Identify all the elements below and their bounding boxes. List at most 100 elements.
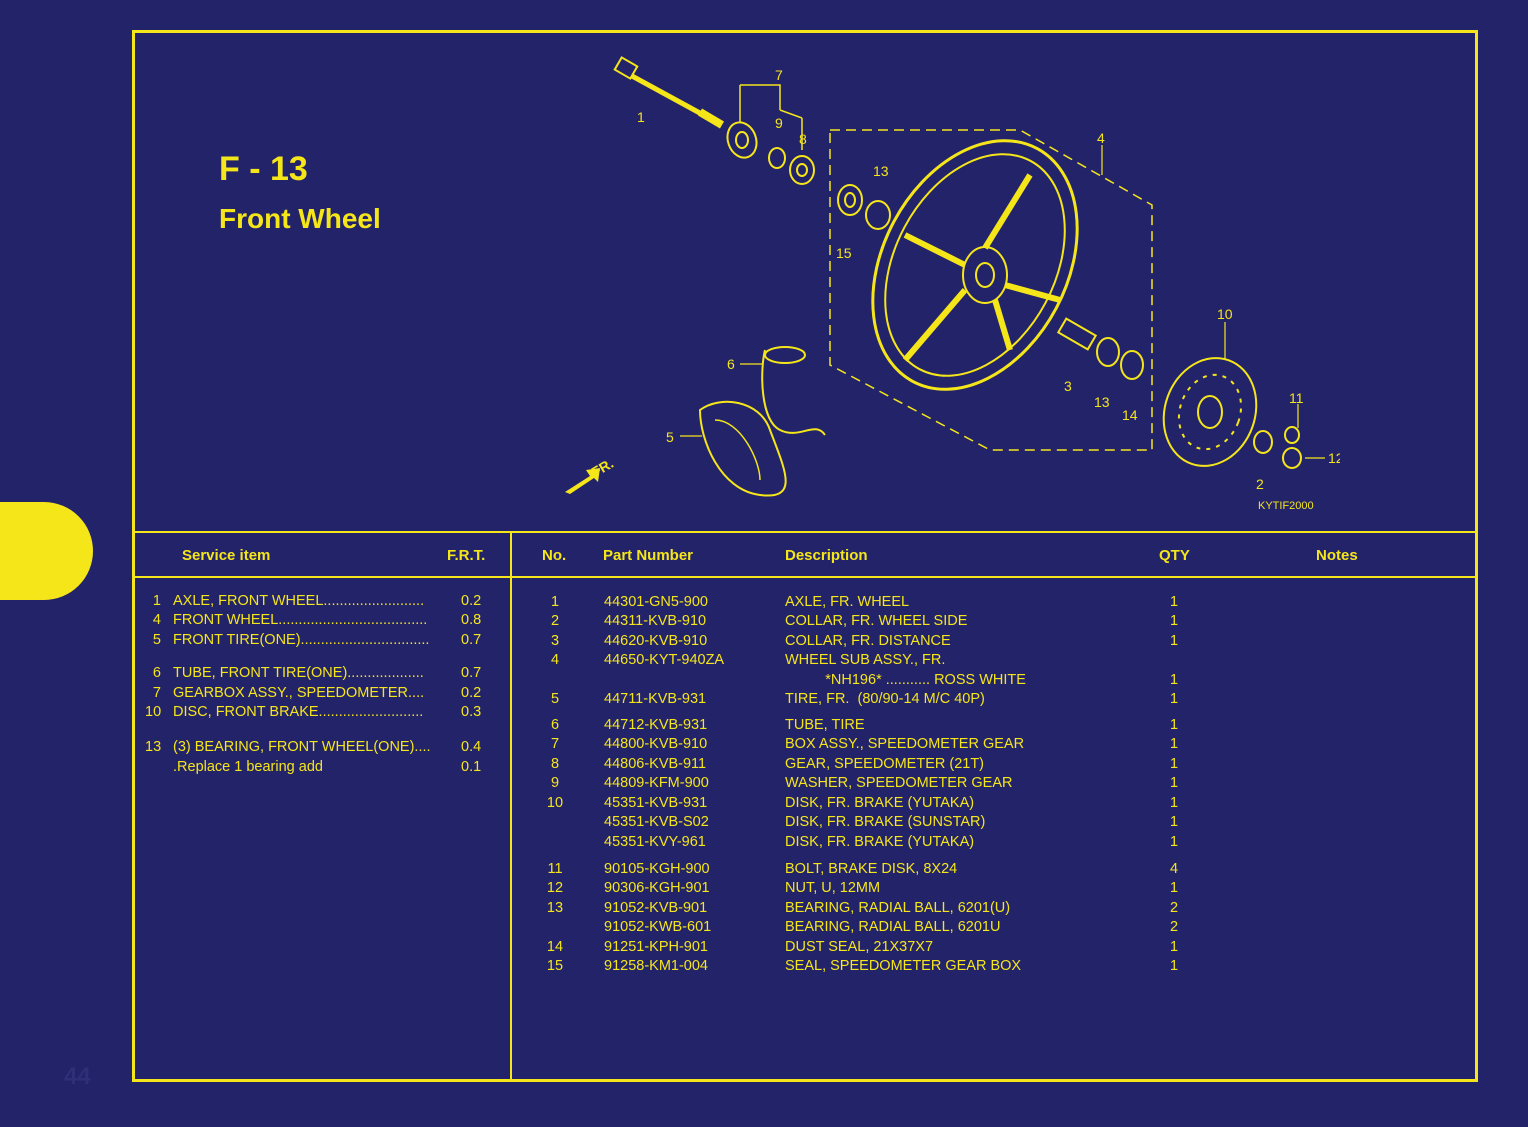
service-item-header: Service item <box>182 547 271 564</box>
part-row: 2 44311-KVB-910 COLLAR, FR. WHEEL SIDE 1 <box>542 612 1242 631</box>
part-description: WASHER, SPEEDOMETER GEAR <box>785 775 1013 791</box>
service-item-description: FRONT WHEEL.............................… <box>173 612 428 628</box>
service-item-number: 4 <box>152 612 161 628</box>
part-quantity: 1 <box>1169 958 1179 974</box>
part-quantity: 1 <box>1169 795 1179 811</box>
part-number: 44620-KVB-910 <box>604 633 708 649</box>
part-number: 44650-KYT-940ZA <box>604 652 725 668</box>
part-ref-number: 7 <box>550 736 560 752</box>
speedometer-gearbox-part <box>726 84 815 185</box>
callout-10: 10 <box>1217 306 1233 322</box>
part-ref-number: 2 <box>550 613 560 629</box>
part-description: DISK, FR. BRAKE (SUNSTAR) <box>785 814 986 830</box>
part-description: DUST SEAL, 21X37X7 <box>785 939 934 955</box>
part-quantity: 1 <box>1169 775 1179 791</box>
part-description: WHEEL SUB ASSY., FR. <box>785 652 946 668</box>
part-number: 91251-KPH-901 <box>604 939 708 955</box>
frt-header: F.R.T. <box>447 547 486 564</box>
part-ref-number: 13 <box>546 900 564 916</box>
callout-4: 4 <box>1097 130 1105 146</box>
part-quantity: 1 <box>1169 691 1179 707</box>
callout-12: 12 <box>1328 450 1340 466</box>
part-number: 44809-KFM-900 <box>604 775 709 791</box>
service-item-description: GEARBOX ASSY., SPEEDOMETER.... <box>173 685 425 701</box>
part-ref-number: 3 <box>550 633 560 649</box>
part-description: COLLAR, FR. DISTANCE <box>785 633 951 649</box>
part-description: TIRE, FR. (80/90-14 M/C 40P) <box>785 691 985 707</box>
part-description: COLLAR, FR. WHEEL SIDE <box>785 613 968 629</box>
part-number: 44712-KVB-931 <box>604 717 708 733</box>
part-quantity: 1 <box>1169 717 1179 733</box>
part-number: 91258-KM1-004 <box>604 958 708 974</box>
part-description: BEARING, RADIAL BALL, 6201U <box>785 919 1001 935</box>
part-ref-number: 10 <box>546 795 564 811</box>
part-quantity: 1 <box>1169 613 1179 629</box>
part-quantity: 1 <box>1169 633 1179 649</box>
part-ref-number: 5 <box>550 691 560 707</box>
part-number-header: Part Number <box>603 547 694 564</box>
part-row: 7 44800-KVB-910 BOX ASSY., SPEEDOMETER GEA… <box>542 735 1242 754</box>
part-ref-number: 14 <box>546 939 564 955</box>
part-description: SEAL, SPEEDOMETER GEAR BOX <box>785 958 1022 974</box>
part-description: DISK, FR. BRAKE (YUTAKA) <box>785 795 975 811</box>
service-item-frt: 0.2 <box>461 685 482 701</box>
part-number: 44311-KVB-910 <box>604 613 707 629</box>
part-number: 45351-KVB-S02 <box>604 814 709 830</box>
part-quantity: 1 <box>1169 672 1179 688</box>
part-number: 44301-GN5-900 <box>604 594 708 610</box>
part-ref-number: 11 <box>547 861 563 877</box>
part-quantity: 1 <box>1169 814 1179 830</box>
section-tab <box>0 502 93 600</box>
part-description: GEAR, SPEEDOMETER (21T) <box>785 756 985 772</box>
service-item-number: 10 <box>145 704 162 720</box>
callout-11: 11 <box>1289 390 1304 406</box>
part-number: 44711-KVB-931 <box>604 691 707 707</box>
callout-8: 8 <box>799 131 807 147</box>
part-number: 44800-KVB-910 <box>604 736 708 752</box>
service-item-frt: 0.1 <box>461 759 482 775</box>
part-description: BOX ASSY., SPEEDOMETER GEAR <box>785 736 1025 752</box>
service-item-frt: 0.4 <box>461 739 482 755</box>
part-description: AXLE, FR. WHEEL <box>785 594 910 610</box>
service-item-description: (3) BEARING, FRONT WHEEL(ONE).... <box>173 739 431 755</box>
part-quantity: 1 <box>1169 594 1179 610</box>
part-ref-number: 8 <box>550 756 560 772</box>
part-quantity: 1 <box>1169 880 1179 896</box>
part-description: DISK, FR. BRAKE (YUTAKA) <box>785 834 975 850</box>
part-row: 5 44711-KVB-931 TIRE, FR. (80/90-14 M/C 40… <box>542 690 1242 709</box>
part-number: 90105-KGH-900 <box>604 861 710 877</box>
no-header: No. <box>542 547 567 564</box>
part-quantity: 1 <box>1169 736 1179 752</box>
part-description: BOLT, BRAKE DISK, 8X24 <box>785 861 958 877</box>
callout-5: 5 <box>666 429 674 445</box>
service-item-description: TUBE, FRONT TIRE(ONE)................... <box>173 665 424 681</box>
callout-14: 14 <box>1122 407 1138 423</box>
front-wheel-part <box>871 139 1079 391</box>
service-item-frt: 0.3 <box>461 704 482 720</box>
part-description: *NH196* ........... ROSS WHITE <box>785 672 1026 688</box>
part-description: NUT, U, 12MM <box>785 880 881 896</box>
part-quantity: 1 <box>1169 756 1179 772</box>
part-quantity: 2 <box>1169 900 1179 916</box>
service-item-description: DISC, FRONT BRAKE.......................… <box>173 704 424 720</box>
diagram-divider <box>135 531 1477 533</box>
service-item-frt: 0.8 <box>461 612 482 628</box>
part-ref-number: 12 <box>546 880 564 896</box>
qty-header: QTY <box>1159 547 1190 564</box>
service-item-row: 4 FRONT WHEEL............................… <box>145 611 495 630</box>
service-item-number: 5 <box>152 632 161 648</box>
page-number: 44 <box>64 1063 91 1090</box>
callout-13-top: 13 <box>873 163 889 179</box>
